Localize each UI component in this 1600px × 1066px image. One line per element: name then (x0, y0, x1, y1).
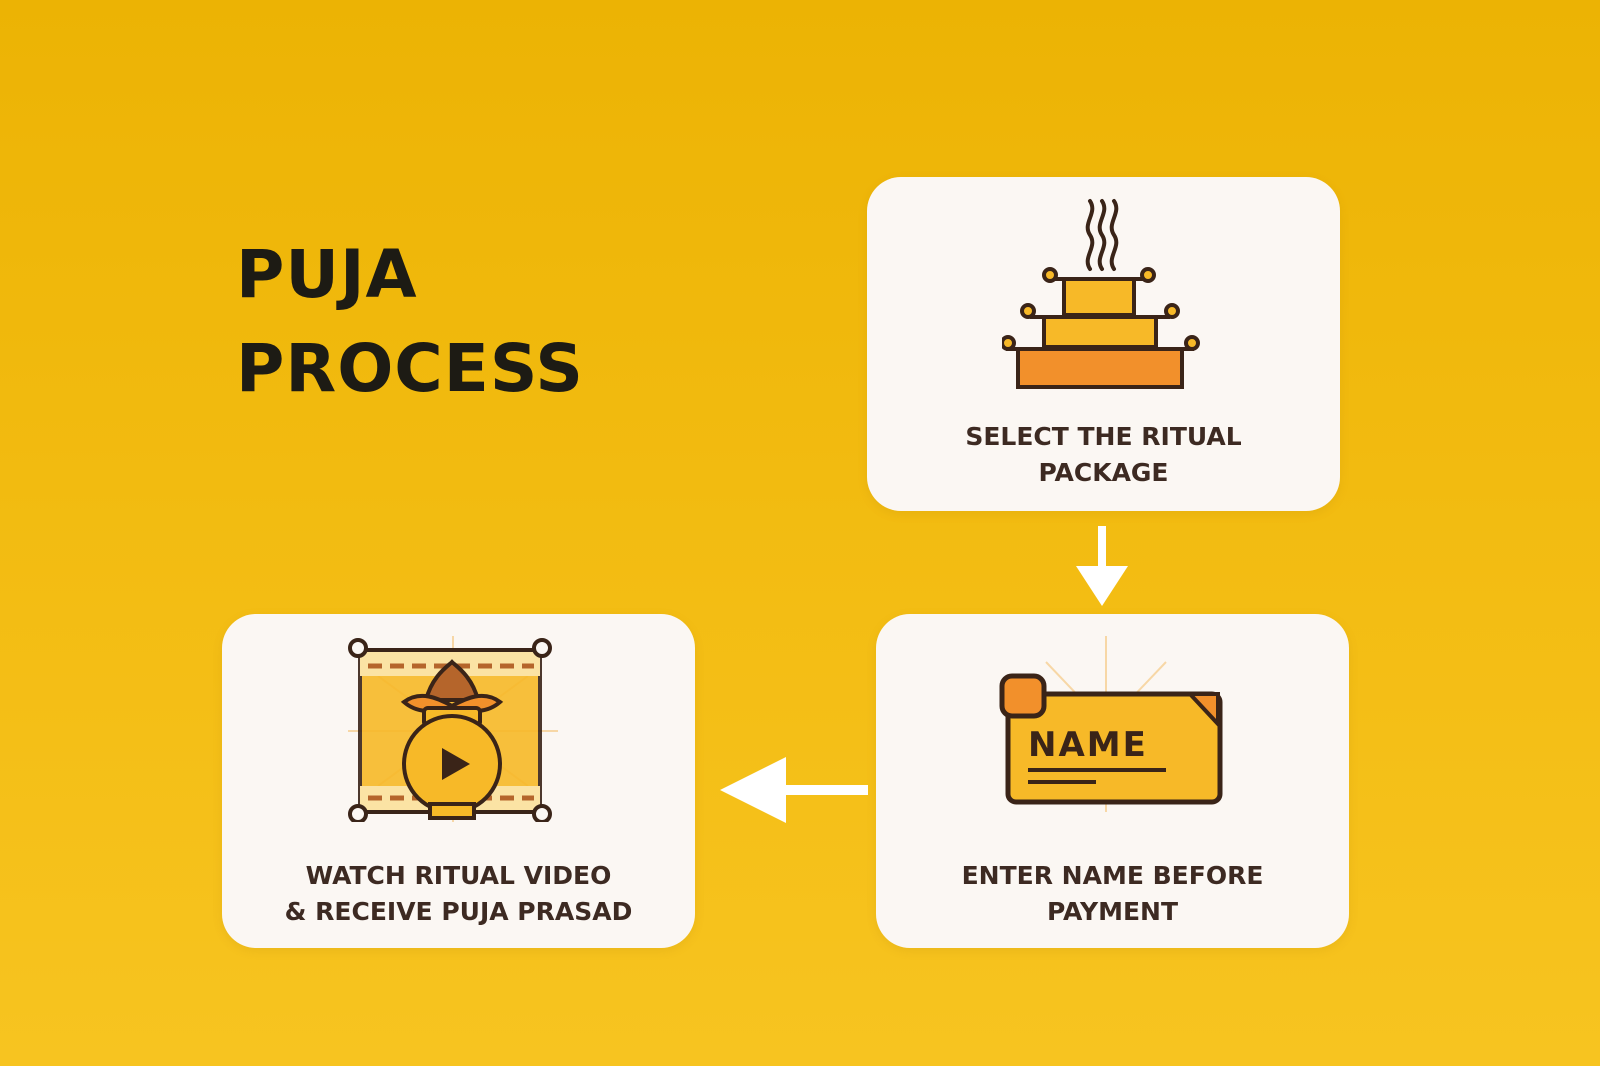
step-card-watch-video: WATCH RITUAL VIDEO & RECEIVE PUJA PRASAD (222, 614, 695, 948)
name-field-text: NAME (1028, 725, 1148, 765)
name-scroll-icon: NAME (999, 636, 1223, 812)
step-label-watch-video: WATCH RITUAL VIDEO & RECEIVE PUJA PRASAD (284, 861, 633, 926)
title-line-1: PUJA (236, 236, 418, 313)
step-label-select-package: SELECT THE RITUAL PACKAGE (965, 422, 1242, 487)
title-line-2: PROCESS (236, 330, 584, 407)
page-title: PUJA PROCESS (236, 228, 584, 416)
kalash-video-icon (348, 636, 558, 822)
play-icon (442, 748, 470, 780)
step-card-select-package: SELECT THE RITUAL PACKAGE (867, 177, 1340, 511)
step-card-enter-name: NAME ENTER NAME BEFORE PAYMENT (876, 614, 1349, 948)
tiered-altar-icon (1002, 199, 1200, 389)
arrow-left-icon (720, 757, 868, 823)
step-label-enter-name: ENTER NAME BEFORE PAYMENT (961, 861, 1264, 926)
arrow-down-icon (1076, 526, 1128, 606)
